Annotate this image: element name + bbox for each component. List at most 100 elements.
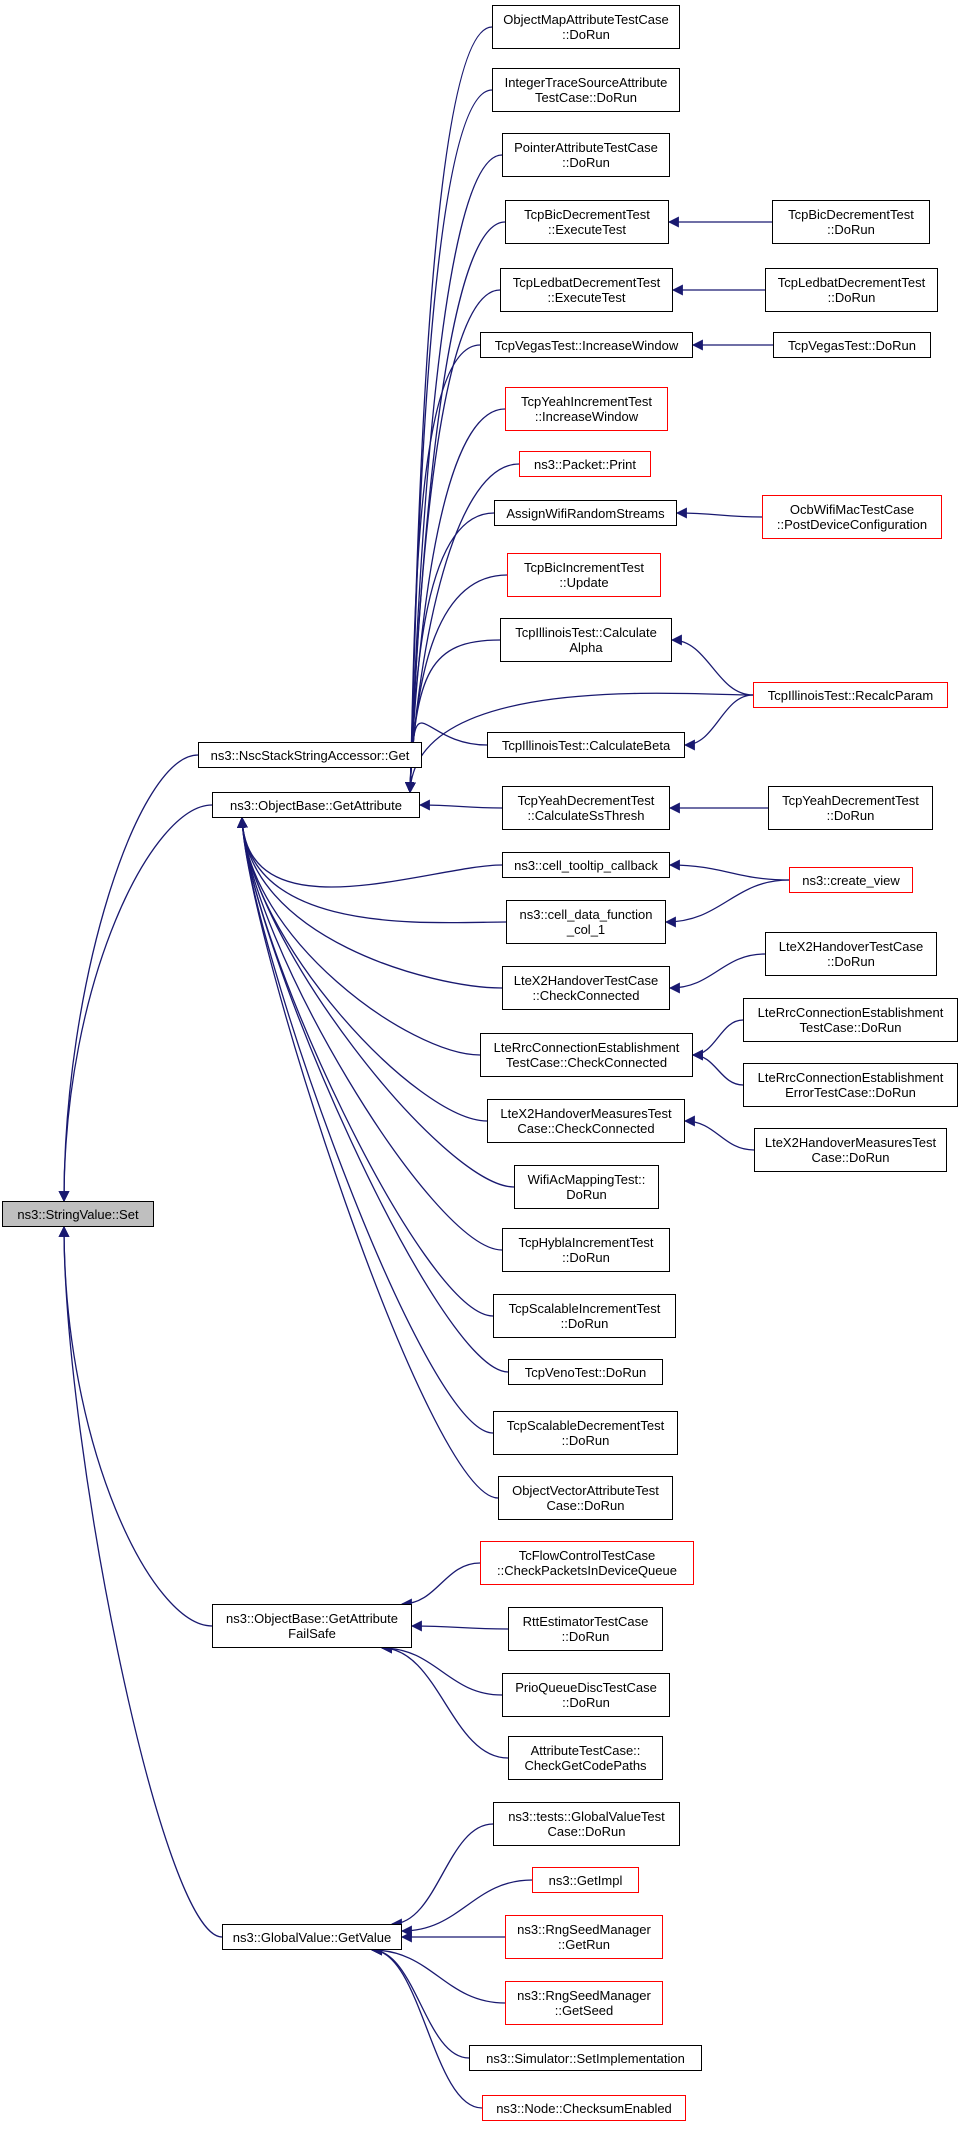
graph-edge-globalvalue-getvalue-to-root [58, 1225, 223, 1938]
graph-node-label: ::GetSeed [554, 2003, 614, 2018]
graph-node-label: RttEstimatorTestCase [522, 1614, 649, 1629]
graph-node-root: ns3::StringValue::Set [2, 1201, 154, 1227]
graph-node-label: Case::DoRun [811, 1150, 890, 1165]
graph-node-label: ErrorTestCase::DoRun [785, 1085, 916, 1100]
graph-edge-nsc-get-to-root [58, 754, 199, 1203]
graph-node-ltex2-dorun[interactable]: LteX2HandoverTestCase::DoRun [765, 932, 937, 976]
graph-node-label: ns3::Packet::Print [534, 456, 636, 472]
graph-node-nsc-get[interactable]: ns3::NscStackStringAccessor::Get [198, 742, 422, 768]
graph-node-create-view[interactable]: ns3::create_view [789, 867, 913, 893]
graph-node-attr-checkget[interactable]: AttributeTestCase::CheckGetCodePaths [508, 1736, 663, 1780]
graph-node-label: TcpLedbatDecrementTest [777, 275, 926, 290]
graph-edge-yeahdec-ssthresh-to-objbase-getattr [418, 799, 503, 811]
graph-node-assign-wifi[interactable]: AssignWifiRandomStreams [494, 500, 677, 526]
graph-node-node-checksum[interactable]: ns3::Node::ChecksumEnabled [482, 2095, 686, 2121]
graph-node-illinois-beta[interactable]: TcpIllinoisTest::CalculateBeta [487, 732, 685, 758]
graph-node-ledbat-exec[interactable]: TcpLedbatDecrementTest::ExecuteTest [500, 268, 673, 312]
graph-node-label: ::DoRun [827, 290, 876, 305]
graph-node-label: Case::DoRun [547, 1824, 626, 1839]
graph-node-rng-getseed[interactable]: ns3::RngSeedManager::GetSeed [505, 1981, 663, 2025]
graph-node-yeahdec-ssthresh[interactable]: TcpYeahDecrementTest::CalculateSsThresh [502, 786, 670, 830]
graph-node-ocb-postdev[interactable]: OcbWifiMacTestCase::PostDeviceConfigurat… [762, 495, 942, 539]
graph-node-label: TcpBicDecrementTest [788, 207, 914, 222]
graph-node-label: ::CalculateSsThresh [527, 808, 645, 823]
graph-node-illinois-recalc[interactable]: TcpIllinoisTest::RecalcParam [753, 682, 948, 708]
graph-edge-objvec-dorun-to-objbase-getattr [236, 816, 499, 1499]
graph-node-label: ns3::ObjectBase::GetAttribute [230, 797, 402, 813]
graph-node-get-impl[interactable]: ns3::GetImpl [532, 1867, 639, 1893]
graph-node-label: ::PostDeviceConfiguration [776, 517, 928, 532]
graph-node-label: AttributeTestCase:: [530, 1743, 641, 1758]
graph-node-label: ::Update [559, 575, 609, 590]
graph-node-label: ::DoRun [562, 1695, 610, 1710]
graph-node-veno-dorun[interactable]: TcpVenoTest::DoRun [508, 1359, 663, 1385]
graph-node-cell-tooltip[interactable]: ns3::cell_tooltip_callback [502, 852, 670, 878]
graph-node-label: ns3::GetImpl [548, 1872, 623, 1888]
graph-node-pointer-dorun[interactable]: PointerAttributeTestCase::DoRun [502, 133, 670, 177]
graph-node-bicdec-exec[interactable]: TcpBicDecrementTest::ExecuteTest [505, 200, 669, 244]
graph-node-scaldec-dorun[interactable]: TcpScalableDecrementTest::DoRun [493, 1411, 678, 1455]
graph-node-objmap-dorun[interactable]: ObjectMapAttributeTestCase::DoRun [492, 5, 680, 49]
graph-edge-hybla-dorun-to-objbase-getattr [236, 816, 503, 1251]
graph-node-label: TcpYeahDecrementTest [517, 793, 655, 808]
graph-node-label: AssignWifiRandomStreams [506, 505, 665, 521]
graph-edge-create-view-to-cell-tooltip [668, 859, 790, 881]
graph-node-label: LteRrcConnectionEstablishment [757, 1070, 944, 1085]
graph-edge-get-impl-to-globalvalue-getvalue [400, 1879, 533, 1937]
graph-node-sim-setimpl[interactable]: ns3::Simulator::SetImplementation [469, 2045, 702, 2071]
graph-node-ledbat-dorun[interactable]: TcpLedbatDecrementTest::DoRun [765, 268, 938, 312]
graph-node-bicdec-dorun[interactable]: TcpBicDecrementTest::DoRun [772, 200, 930, 244]
graph-node-label: TcFlowControlTestCase [518, 1548, 656, 1563]
graph-edge-prio-dorun-to-objbase-getattr-failsafe [380, 1642, 503, 1696]
graph-edge-wifiac-dorun-to-objbase-getattr [236, 816, 515, 1188]
graph-node-label: ::DoRun [560, 1316, 609, 1331]
graph-edge-objbase-getattr-to-root [58, 804, 213, 1203]
graph-node-tcflow-check[interactable]: TcFlowControlTestCase::CheckPacketsInDev… [480, 1541, 694, 1585]
graph-edge-node-checksum-to-globalvalue-getvalue [370, 1944, 483, 2109]
graph-node-wifiac-dorun[interactable]: WifiAcMappingTest::DoRun [514, 1165, 659, 1209]
graph-node-globalvalue-getvalue[interactable]: ns3::GlobalValue::GetValue [222, 1924, 402, 1950]
graph-node-label: ::CheckConnected [532, 988, 640, 1003]
graph-node-label: TcpScalableIncrementTest [508, 1301, 661, 1316]
graph-node-vegas-dorun[interactable]: TcpVegasTest::DoRun [773, 332, 931, 358]
graph-node-label: ns3::ObjectBase::GetAttribute [226, 1611, 398, 1626]
graph-node-rtt-dorun[interactable]: RttEstimatorTestCase::DoRun [508, 1607, 663, 1651]
graph-node-label: DoRun [566, 1187, 607, 1202]
graph-node-packet-print[interactable]: ns3::Packet::Print [519, 451, 651, 477]
graph-node-yeahinc-incwin[interactable]: TcpYeahIncrementTest::IncreaseWindow [505, 387, 668, 431]
graph-node-rng-getrun[interactable]: ns3::RngSeedManager::GetRun [505, 1915, 663, 1959]
graph-node-label: ns3::tests::GlobalValueTest [508, 1809, 665, 1824]
graph-node-label: TcpIllinoisTest::RecalcParam [767, 687, 934, 703]
graph-edge-tcflow-check-to-objbase-getattr-failsafe [400, 1562, 481, 1610]
graph-node-vegas-incwin[interactable]: TcpVegasTest::IncreaseWindow [480, 332, 693, 358]
graph-edge-ocb-postdev-to-assign-wifi [675, 507, 763, 519]
graph-edge-lterrc-check-to-objbase-getattr [236, 816, 481, 1056]
graph-node-prio-dorun[interactable]: PrioQueueDiscTestCase::DoRun [502, 1673, 670, 1717]
graph-node-objbase-getattr[interactable]: ns3::ObjectBase::GetAttribute [212, 792, 420, 818]
graph-node-label: TcpBicDecrementTest [524, 207, 650, 222]
graph-node-label: PrioQueueDiscTestCase [515, 1680, 657, 1695]
graph-node-hybla-dorun[interactable]: TcpHyblaIncrementTest::DoRun [502, 1228, 670, 1272]
graph-node-label: ns3::cell_tooltip_callback [514, 857, 658, 873]
graph-node-cell-data[interactable]: ns3::cell_data_function_col_1 [506, 900, 666, 944]
graph-node-scalinc-dorun[interactable]: TcpScalableIncrementTest::DoRun [493, 1294, 676, 1338]
graph-node-bicinc-update[interactable]: TcpBicIncrementTest::Update [507, 553, 661, 597]
graph-node-yeahdec-dorun[interactable]: TcpYeahDecrementTest::DoRun [768, 786, 933, 830]
graph-edge-globalvalue-test-dorun-to-globalvalue-getvalue [390, 1823, 494, 1930]
graph-node-label: IntegerTraceSourceAttribute [504, 75, 668, 90]
graph-node-label: ::ExecuteTest [547, 290, 626, 305]
graph-node-label: ns3::RngSeedManager [517, 1922, 651, 1937]
graph-node-label: ::CheckPacketsInDeviceQueue [497, 1563, 677, 1578]
graph-node-label: LteRrcConnectionEstablishment [757, 1005, 944, 1020]
graph-node-ltex2-check[interactable]: LteX2HandoverTestCase::CheckConnected [502, 966, 670, 1010]
